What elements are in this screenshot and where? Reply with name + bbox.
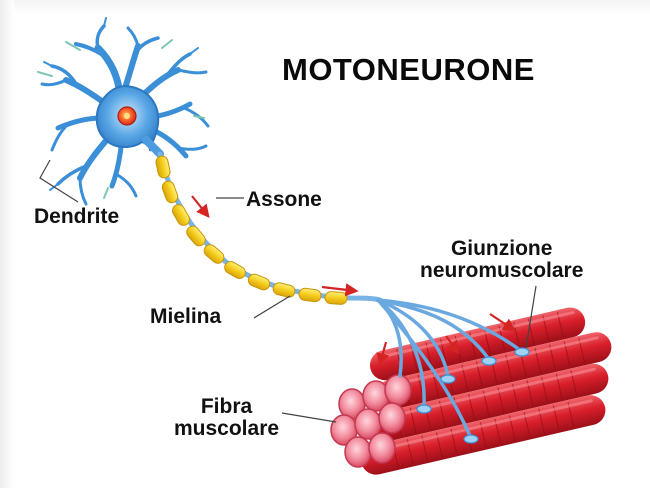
label-mielina: Mielina [150,306,221,328]
label-assone: Assone [246,189,322,211]
label-fibra-line2: muscolare [174,418,279,440]
myelin-sheath [155,155,348,305]
label-giunzione-line1: Giunzione [420,238,583,260]
label-giunzione-line2: neuromuscolare [420,260,583,282]
label-fibra-line1: Fibra [174,396,279,418]
label-fibra-muscolare: Fibra muscolare [174,396,279,440]
axon-hillock [146,140,160,154]
label-dendrite: Dendrite [34,206,119,228]
diagram-title: MOTONEURONE [282,54,535,87]
label-giunzione-neuromuscolare: Giunzione neuromuscolare [420,238,583,282]
nucleolus [124,113,130,119]
